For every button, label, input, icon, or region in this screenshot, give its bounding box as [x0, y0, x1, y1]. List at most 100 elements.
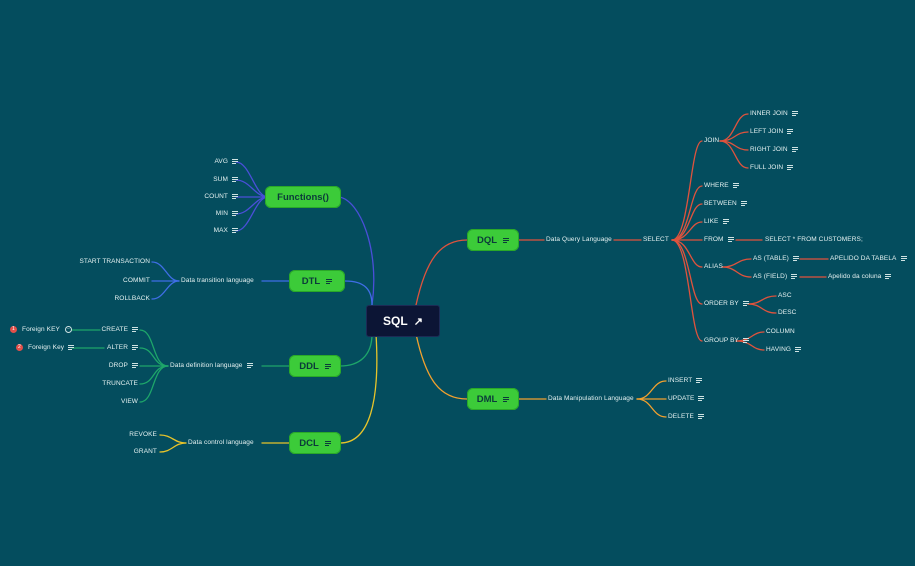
node-label: WHERE	[704, 182, 729, 189]
notes-icon	[132, 362, 138, 368]
node-label: LIKE	[704, 218, 719, 225]
root-node[interactable]: SQL ↗	[366, 305, 440, 337]
ddl-item[interactable]: VIEW	[120, 398, 138, 405]
join-item[interactable]: RIGHT JOIN	[750, 146, 798, 154]
dml-item[interactable]: UPDATE	[668, 395, 705, 403]
dml-item[interactable]: DELETE	[668, 413, 704, 421]
node-label: MAX	[213, 227, 228, 234]
external-link-icon[interactable]: ↗	[413, 315, 423, 328]
alias-field-note[interactable]: Apelido da coluna	[828, 273, 892, 281]
notes-icon	[696, 377, 703, 383]
dcl-item[interactable]: REVOKE	[129, 431, 157, 438]
notes-icon	[885, 273, 892, 279]
notes-icon	[132, 326, 138, 332]
notes-icon	[791, 110, 798, 116]
like-node[interactable]: LIKE	[704, 218, 729, 226]
notes-icon	[503, 237, 510, 243]
dcl-item[interactable]: GRANT	[133, 448, 157, 455]
priority-2-icon: 2	[16, 344, 23, 351]
join-item[interactable]: LEFT JOIN	[750, 128, 794, 136]
notes-icon	[722, 218, 729, 224]
alias-field[interactable]: AS (FIELD)	[753, 273, 798, 281]
dml-item[interactable]: INSERT	[668, 377, 703, 385]
dcl-description[interactable]: Data control language	[188, 439, 254, 446]
notes-icon	[246, 362, 253, 368]
group-item[interactable]: HAVING	[766, 346, 802, 354]
node-label: SUM	[213, 176, 228, 183]
node-label: Foreign Key	[28, 344, 65, 352]
join-node[interactable]: JOIN	[704, 137, 720, 144]
from-example[interactable]: SELECT * FROM CUSTOMERS;	[765, 236, 863, 243]
dtl-node[interactable]: DTL	[289, 270, 345, 292]
notes-icon	[732, 182, 739, 188]
notes-icon	[791, 146, 798, 152]
dtl-description[interactable]: Data transition language	[181, 277, 254, 284]
notes-icon	[232, 176, 238, 182]
dml-label: DML	[476, 393, 498, 405]
node-label: AS (TABLE)	[753, 255, 789, 262]
ddl-description[interactable]: Data definition language	[170, 362, 253, 370]
alias-table[interactable]: AS (TABLE)	[753, 255, 799, 263]
dml-description[interactable]: Data Manipulation Language	[548, 395, 634, 402]
priority-1-icon: 1	[10, 326, 17, 333]
collapse-icon[interactable]: −	[64, 326, 72, 333]
notes-icon	[740, 200, 747, 206]
function-item[interactable]: SUM	[213, 176, 238, 184]
node-label: MIN	[215, 210, 228, 217]
order-by-node[interactable]: ORDER BY	[704, 300, 749, 308]
dtl-item[interactable]: ROLLBACK	[114, 295, 150, 302]
alias-table-note[interactable]: APELIDO DA TABELA	[830, 255, 907, 263]
notes-icon	[68, 345, 75, 350]
order-item[interactable]: DESC	[778, 309, 797, 316]
notes-icon	[503, 396, 510, 402]
node-label: UPDATE	[668, 395, 695, 402]
ddl-item[interactable]: TRUNCATE	[102, 380, 138, 387]
ddl-item[interactable]: ALTER	[107, 344, 138, 352]
node-label: HAVING	[766, 346, 792, 353]
dtl-item[interactable]: COMMIT	[123, 277, 150, 284]
function-item[interactable]: AVG	[214, 158, 238, 166]
between-node[interactable]: BETWEEN	[704, 200, 747, 208]
function-item[interactable]: COUNT	[204, 193, 238, 201]
node-label: AS (FIELD)	[753, 273, 788, 280]
node-label: Apelido da coluna	[828, 273, 882, 280]
select-node[interactable]: SELECT	[643, 236, 669, 243]
node-label: ALTER	[107, 344, 128, 351]
join-item[interactable]: FULL JOIN	[750, 164, 794, 172]
where-node[interactable]: WHERE	[704, 182, 739, 190]
function-item[interactable]: MIN	[216, 210, 238, 218]
notes-icon	[727, 236, 734, 242]
ddl-node[interactable]: DDL	[289, 355, 341, 377]
dml-node[interactable]: DML	[467, 388, 519, 410]
ddl-item[interactable]: CREATE	[102, 326, 138, 334]
notes-icon	[742, 300, 749, 306]
node-label: INNER JOIN	[750, 110, 788, 117]
ddl-item[interactable]: DROP	[109, 362, 138, 370]
node-label: FULL JOIN	[750, 164, 784, 171]
dql-description[interactable]: Data Query Language	[546, 236, 612, 243]
alias-node[interactable]: ALIAS	[704, 263, 723, 270]
functions-label: Functions()	[277, 191, 329, 203]
dcl-label: DCL	[299, 437, 319, 449]
dcl-node[interactable]: DCL	[289, 432, 341, 454]
node-label: LEFT JOIN	[750, 128, 784, 135]
node-label: ORDER BY	[704, 300, 739, 307]
function-item[interactable]: MAX	[214, 227, 238, 235]
order-item[interactable]: ASC	[778, 292, 792, 299]
from-node[interactable]: FROM	[704, 236, 734, 244]
alter-note[interactable]: 2 Foreign Key	[16, 344, 75, 352]
functions-node[interactable]: Functions()	[265, 186, 341, 208]
node-label: COUNT	[204, 193, 228, 200]
join-item[interactable]: INNER JOIN	[750, 110, 798, 118]
group-item[interactable]: COLUMN	[766, 328, 795, 335]
dql-node[interactable]: DQL	[467, 229, 519, 251]
notes-icon	[698, 395, 705, 401]
dtl-item[interactable]: START TRANSACTION	[79, 258, 150, 265]
node-label: GROUP BY	[704, 337, 739, 344]
notes-icon	[232, 193, 238, 199]
group-by-node[interactable]: GROUP BY	[704, 337, 749, 345]
ddl-label: DDL	[299, 360, 319, 372]
